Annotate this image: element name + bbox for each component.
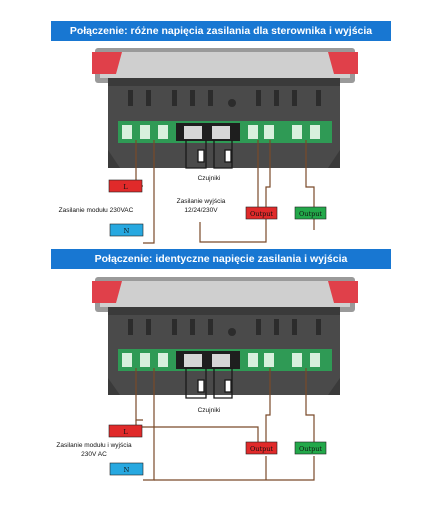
- controller-device: [92, 277, 358, 395]
- sensor-probes: [185, 140, 233, 169]
- output-power-label-line1: Zasilanie wyjścia: [177, 198, 226, 205]
- output-red-box: [245, 441, 278, 455]
- controller-device: [92, 48, 358, 168]
- output-green-label: Output: [299, 445, 322, 453]
- output-red-label: Output: [250, 210, 273, 218]
- n-terminal-box: [109, 223, 144, 237]
- output-green-box: [294, 441, 327, 455]
- l-terminal-box: [108, 179, 143, 193]
- l-terminal-box: [108, 424, 143, 438]
- n-label: N: [124, 227, 130, 235]
- sensors-label: Czujniki: [198, 175, 221, 182]
- wiring: [135, 368, 315, 481]
- section-2-title: Połączenie: identyczne napięcie zasilani…: [51, 249, 391, 269]
- wiring: [135, 140, 315, 244]
- diagram-section-2: Czujniki L N Zasilanie modułu i wyjścia …: [56, 277, 358, 481]
- sensors-label: Czujniki: [198, 407, 221, 414]
- module-power-label-line1: Zasilanie modułu i wyjścia: [56, 442, 132, 449]
- n-terminal-box: [109, 462, 144, 476]
- n-label: N: [124, 466, 130, 474]
- output-green-label: Output: [299, 210, 322, 218]
- sensor-probes: [185, 368, 233, 399]
- module-power-label-line2: 230V AC: [81, 451, 107, 458]
- module-power-label: Zasilanie modułu 230VAC: [59, 207, 134, 214]
- diagram-section-1: Czujniki L N Zasilanie modułu 230VAC Zas…: [59, 48, 358, 244]
- section-1-title: Połączenie: różne napięcia zasilania dla…: [51, 21, 391, 41]
- output-red-label: Output: [250, 445, 273, 453]
- output-green-box: [294, 206, 327, 220]
- l-label: L: [123, 428, 128, 436]
- output-red-box: [245, 206, 278, 220]
- l-label: L: [123, 183, 128, 191]
- output-power-label-line2: 12/24/230V: [184, 207, 218, 214]
